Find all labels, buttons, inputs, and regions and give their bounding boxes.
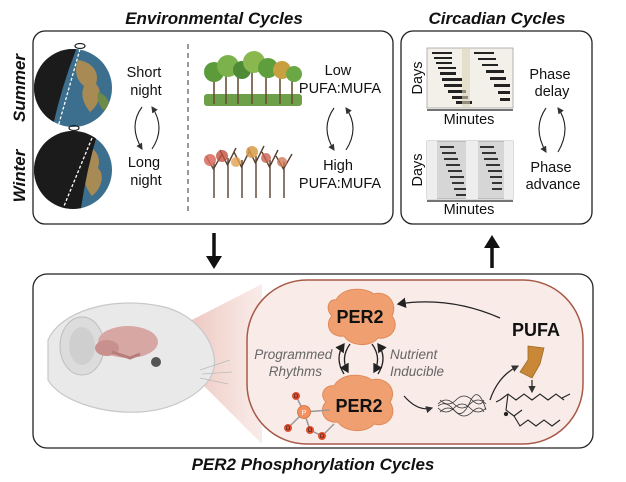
svg-text:O: O xyxy=(308,428,313,434)
programmed-rhythms-label: Programmed Rhythms xyxy=(254,347,336,379)
pufa-molecule-icon xyxy=(519,345,545,379)
pufa-label: PUFA xyxy=(512,320,560,340)
actogram-bottom xyxy=(426,140,514,202)
per2-cycle-arrows xyxy=(335,342,387,375)
mouse-icon xyxy=(47,302,233,413)
night-cycle-arrows xyxy=(134,106,160,150)
svg-text:O: O xyxy=(286,426,291,432)
minutes-label-top: Minutes xyxy=(444,112,495,128)
environmental-panel xyxy=(32,30,394,225)
days-label-bottom: Days xyxy=(410,153,426,186)
per2-top-label: PER2 xyxy=(336,307,383,327)
days-label-top: Days xyxy=(410,61,426,94)
svg-text:O: O xyxy=(320,434,325,440)
winter-globe-icon xyxy=(34,124,112,209)
long-night-label: Long night xyxy=(128,155,164,189)
per2-to-fiber-arrow xyxy=(403,395,434,414)
per2-protein-bottom xyxy=(322,374,394,431)
short-night-label: Short night xyxy=(127,65,166,99)
phosphate-icon: P O O O O xyxy=(284,392,335,440)
pufa-cycle-arrows xyxy=(326,107,354,151)
summer-label: Summer xyxy=(10,53,29,122)
minutes-label-bottom: Minutes xyxy=(444,202,495,218)
up-arrow-icon xyxy=(484,235,500,268)
winter-label: Winter xyxy=(10,148,29,202)
phase-advance-label: Phase advance xyxy=(526,160,581,193)
fiber-to-pufa-arrow xyxy=(489,365,520,401)
low-pufa-label: Low PUFA:MUFA xyxy=(299,63,382,97)
circadian-title: Circadian Cycles xyxy=(428,9,565,28)
phase-cycle-arrows xyxy=(538,107,566,153)
fiber-icon xyxy=(437,394,487,417)
per2-protein-top xyxy=(327,288,396,345)
zoom-cone xyxy=(178,284,262,444)
per2-bottom-label: PER2 xyxy=(335,396,382,416)
nutrient-inducible-label: Nutrient Inducible xyxy=(390,347,444,379)
winter-trees-icon xyxy=(204,145,293,198)
svg-text:O: O xyxy=(294,394,299,400)
pufa-to-per2-arrow xyxy=(396,297,501,319)
svg-text:P: P xyxy=(302,410,307,417)
down-arrow-icon xyxy=(206,233,222,269)
summer-trees-icon xyxy=(204,51,302,106)
high-pufa-label: High PUFA:MUFA xyxy=(299,158,382,192)
actogram-top xyxy=(426,47,514,111)
lipid-structure-icon xyxy=(495,393,571,427)
environmental-title: Environmental Cycles xyxy=(125,9,303,28)
phase-delay-label: Phase delay xyxy=(529,67,574,100)
per2-title: PER2 Phosphorylation Cycles xyxy=(192,455,435,474)
